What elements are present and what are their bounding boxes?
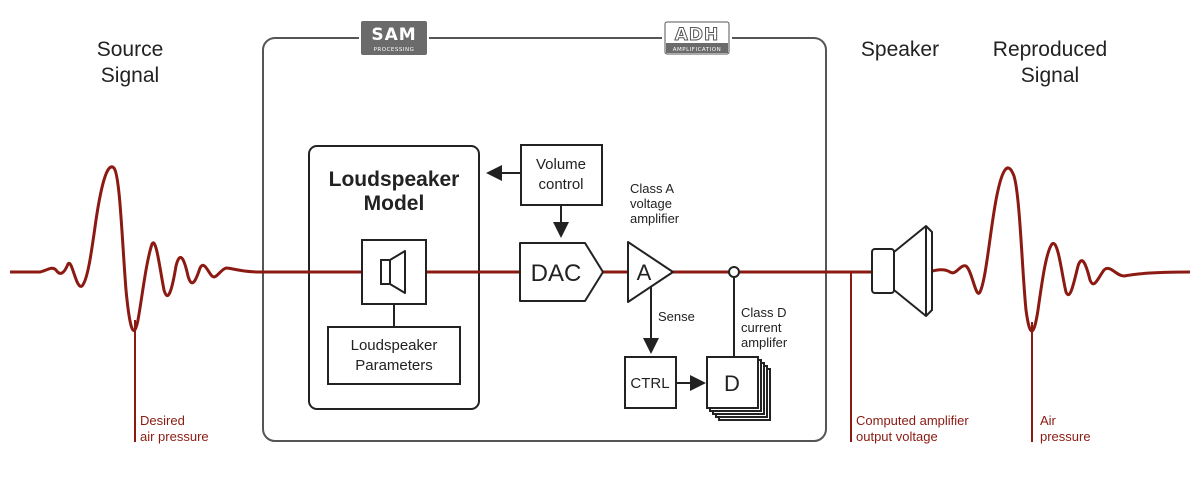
dac-label: DAC — [531, 260, 582, 287]
speaker-label: Speaker — [861, 38, 939, 61]
volume-control-box — [520, 144, 603, 206]
desired-pressure-label-line1: Desired — [140, 413, 185, 428]
sam-badge-subtitle: PROCESSING — [374, 47, 415, 53]
volume-label-line2: control — [538, 176, 583, 193]
air-pressure-label-line1: Air — [1040, 413, 1057, 428]
computed-voltage-label-line2: output voltage — [856, 429, 938, 444]
adh-badge-subtitle: AMPLIFICATION — [673, 47, 721, 53]
class-a-label-line1: Class A — [630, 181, 674, 196]
source-signal-label-line2: Signal — [101, 64, 159, 87]
class-a-label-line3: amplifier — [630, 211, 680, 226]
reproduced-signal-label-line1: Reproduced — [993, 38, 1107, 61]
ctrl-box — [624, 356, 677, 409]
source-signal-label-line1: Source — [97, 38, 164, 61]
adh-badge-title: ADH — [675, 25, 720, 45]
desired-pressure-label-line2: air pressure — [140, 429, 209, 444]
reproduced-signal-waveform — [927, 166, 1191, 333]
amp-a-label: A — [637, 260, 652, 285]
adh-amplification-badge: ADH AMPLIFICATION — [662, 19, 732, 57]
amp-d-label: D — [724, 371, 740, 396]
class-d-label-line2: current — [741, 320, 782, 335]
output-speaker-icon — [871, 225, 933, 317]
params-label-line2: Parameters — [355, 357, 433, 374]
class-d-label-line1: Class D — [741, 305, 787, 320]
junction-node — [728, 266, 740, 278]
computed-voltage-label-line1: Computed amplifier — [856, 413, 969, 428]
air-pressure-label-line2: pressure — [1040, 429, 1091, 444]
dac-block — [519, 242, 604, 302]
loudspeaker-model-title-line2: Model — [364, 192, 425, 215]
ctrl-label: CTRL — [630, 375, 669, 392]
loudspeaker-model-title-line1: Loudspeaker — [329, 168, 460, 191]
system-frame — [262, 37, 827, 442]
params-label-line1: Loudspeaker — [351, 337, 438, 354]
sense-label: Sense — [658, 309, 695, 324]
speaker-icon — [380, 250, 406, 294]
sam-badge-title: SAM — [371, 25, 416, 45]
class-a-label-line2: voltage — [630, 196, 672, 211]
source-signal-waveform — [10, 165, 520, 332]
class-d-label-line3: amplifer — [741, 335, 788, 350]
sam-processing-badge: SAM PROCESSING — [359, 19, 429, 57]
reproduced-signal-label-line2: Signal — [1021, 64, 1079, 87]
loudspeaker-parameters-box — [327, 326, 461, 385]
class-d-amplifier-stack — [706, 356, 771, 421]
volume-label-line1: Volume — [536, 156, 586, 173]
